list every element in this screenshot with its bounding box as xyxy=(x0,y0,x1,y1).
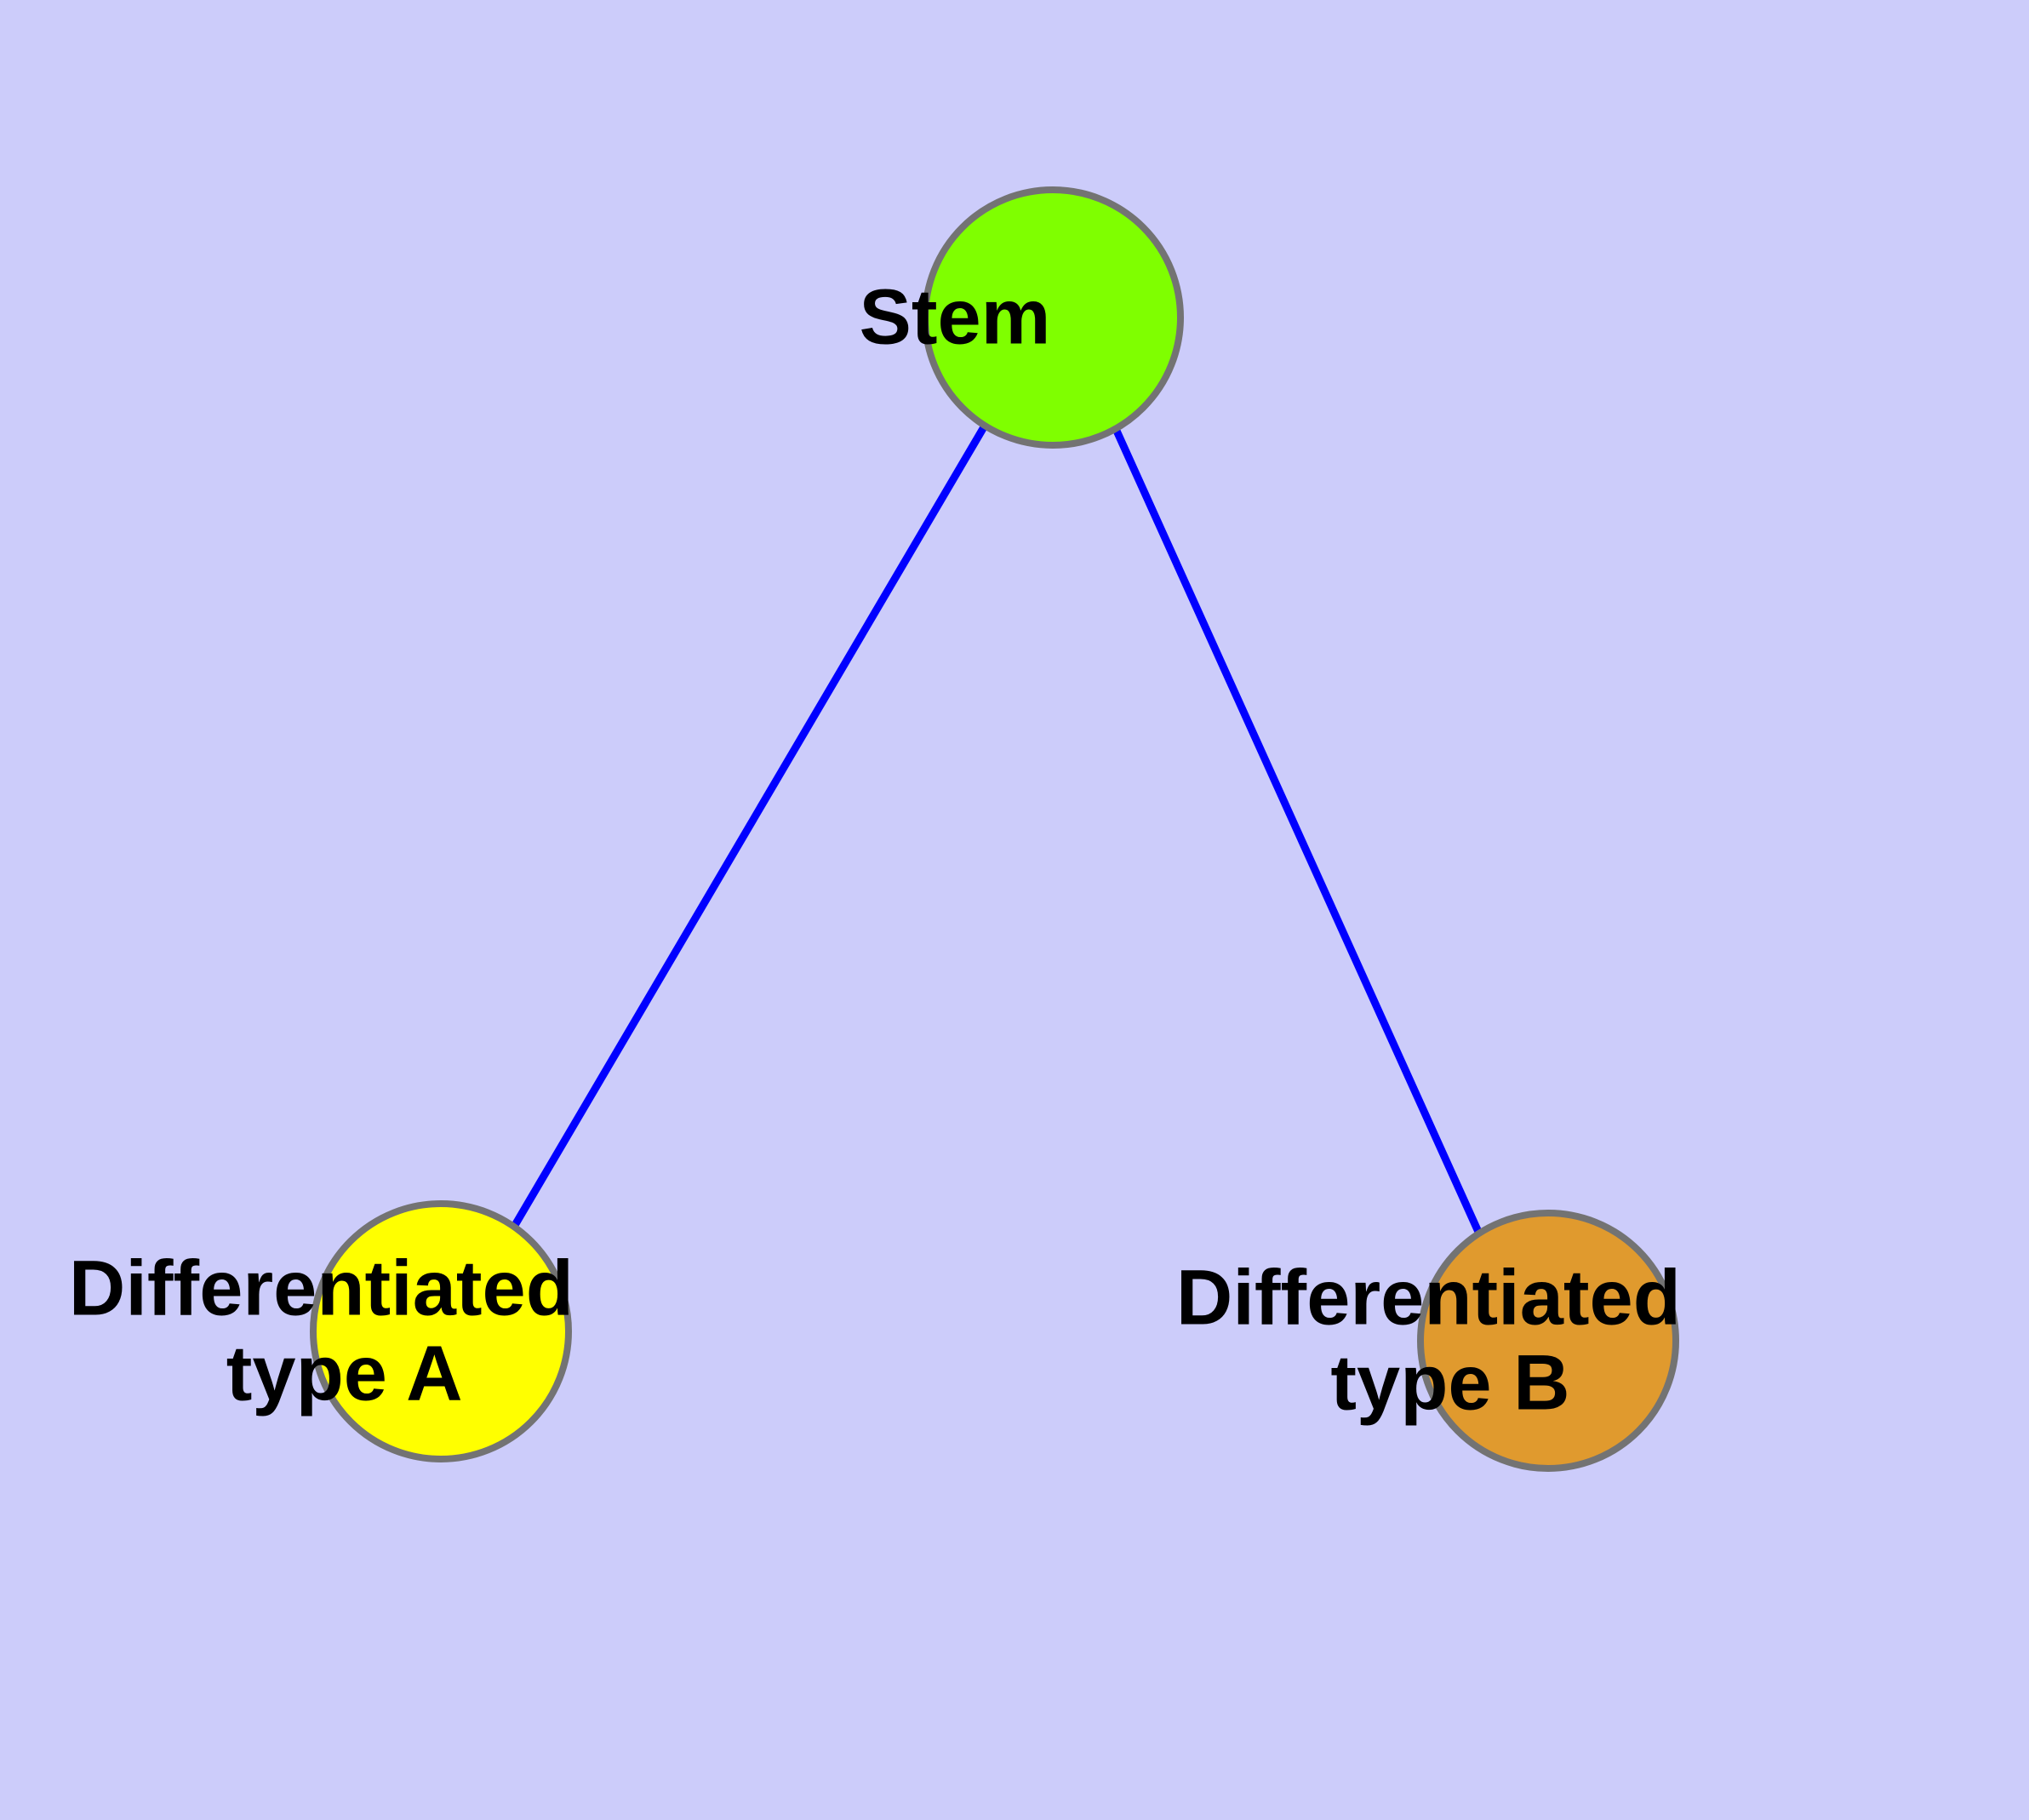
node-label-stem: Stem xyxy=(0,0,1247,361)
node-differentiated-type-b[interactable]: Differentiated type B xyxy=(0,0,1920,1472)
node-circle-differentiated-type-b[interactable] xyxy=(1417,1210,1679,1472)
node-label-differentiated-type-a: Differentiated type A xyxy=(0,0,813,1417)
edge-stem-to-differentiated-a[interactable] xyxy=(511,423,988,1229)
node-label-line: type B xyxy=(1330,1340,1569,1427)
node-layer: Differentiated type A Differentiated typ… xyxy=(0,0,1920,1472)
node-circle-differentiated-type-a[interactable] xyxy=(310,1200,572,1462)
node-label-line: Differentiated xyxy=(1176,1255,1681,1342)
node-label-line: Stem xyxy=(859,274,1050,361)
node-label-differentiated-type-b: Differentiated type B xyxy=(1176,1255,1681,1427)
node-differentiated-type-a[interactable]: Differentiated type A xyxy=(0,0,813,1462)
edge-layer xyxy=(511,423,1483,1233)
edge-stem-to-differentiated-b[interactable] xyxy=(1112,429,1483,1233)
node-label-line: type A xyxy=(226,1331,461,1417)
node-label-line: Differentiated xyxy=(69,1245,574,1332)
node-stem[interactable]: Stem xyxy=(0,0,1247,449)
node-circle-stem[interactable] xyxy=(922,186,1184,449)
